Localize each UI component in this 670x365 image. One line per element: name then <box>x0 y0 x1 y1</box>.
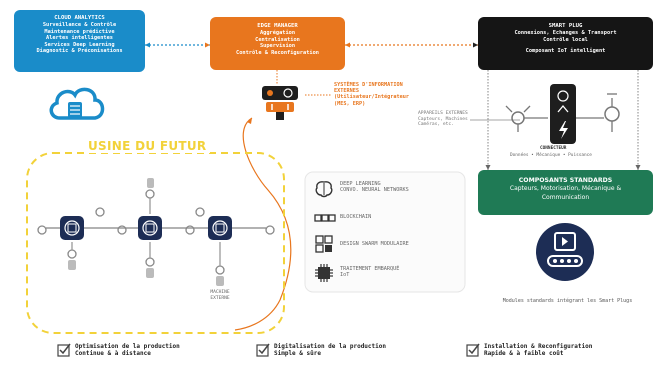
legend-item-modular-design: DESIGN SWARM MODULAIRE <box>314 234 462 254</box>
edge-line: Centralisation <box>255 36 300 43</box>
checkbox-icon <box>256 343 270 357</box>
edge-manager-title: EDGE MANAGER <box>257 23 298 29</box>
edge-manager-box: EDGE MANAGER Aggrégation Centralisation … <box>210 17 345 70</box>
info-line: (Utilisateur/Intégrateur <box>334 94 409 101</box>
cloud-server-icon <box>49 87 105 120</box>
footer-item-optimisation: Optimisation de la production Continue &… <box>57 343 247 363</box>
legend-text: BLOCKCHAIN <box>340 214 372 220</box>
external-line: Caméras, etc. <box>418 122 454 127</box>
legend-frame <box>304 171 466 293</box>
legend-item-blockchain: BLOCKCHAIN <box>314 208 462 228</box>
components-caption: Modules standards intégrant les Smart Pl… <box>502 298 633 304</box>
connector-sublabel: Données • Mécanique • Puissance <box>510 153 592 158</box>
chip-icon <box>315 264 333 282</box>
components-line: Capteurs, Motorisation, Mécanique & <box>509 185 622 192</box>
cloud-line: Alertes intelligentes <box>46 35 113 42</box>
connector-schematic <box>505 84 620 144</box>
legend-text: DESIGN SWARM MODULAIRE <box>340 241 409 247</box>
brain-icon <box>315 181 333 198</box>
external-line: APPAREILS EXTERNES <box>418 111 468 116</box>
modular-component-icon <box>536 223 594 281</box>
footer-text: Rapide & à faible coût <box>484 350 564 358</box>
machine-line: EXTERNE <box>210 295 230 301</box>
components-box: COMPOSANTS STANDARDS Capteurs, Motorisat… <box>478 170 653 215</box>
edge-device-icon <box>262 86 298 120</box>
info-systems-label: SYSTÈMES D'INFORMATION EXTERNES (Utilisa… <box>334 82 454 107</box>
external-line: Capteurs, Machines <box>418 116 468 122</box>
edge-usine-curve <box>234 117 292 331</box>
edge-line: Contrôle & Reconfiguration <box>236 49 319 56</box>
cloud-line: Diagnostic & Préconisations <box>36 48 123 55</box>
info-line: EXTERNES <box>334 88 359 95</box>
footer-text: Digitalisation de la production <box>274 343 386 350</box>
info-line: SYSTÈMES D'INFORMATION <box>334 82 403 88</box>
checkbox-icon <box>57 343 71 357</box>
machine-externe-label: MACHINE EXTERNE <box>200 290 240 301</box>
info-line: (MES, ERP) <box>334 100 366 107</box>
footer-text: Installation & Reconfiguration <box>484 343 593 350</box>
smart-plug-line: Connexions, Echanges & Transport <box>514 30 617 36</box>
footer-item-digitalisation: Digitalisation de la production Simple &… <box>256 343 456 363</box>
footer-text: Optimisation de la production <box>75 343 180 350</box>
usine-title: USINE DU FUTUR <box>84 139 211 153</box>
cloud-line: Surveillance & Contrôle <box>42 22 117 28</box>
legend-text: IoT <box>340 272 350 278</box>
footer-text: Simple & sûre <box>274 350 321 358</box>
cloud-line: Maintenance prédictive <box>44 28 115 35</box>
legend-text: CONVO. NEURAL NETWORKS <box>340 187 409 193</box>
smart-plug-title: SMART PLUG <box>548 23 583 29</box>
legend-item-deep-learning: DEEP LEARNING CONVO. NEURAL NETWORKS <box>314 178 462 202</box>
smart-plug-line: Contrôle local <box>543 36 588 43</box>
usine-network <box>37 178 275 286</box>
smart-plug-box: SMART PLUG Connexions, Echanges & Transp… <box>478 17 653 70</box>
legend-item-embedded-processing: TRAITEMENT EMBARQUÉ IoT <box>314 262 462 286</box>
blockchain-icon <box>314 214 336 222</box>
edge-line: Supervision <box>259 43 296 50</box>
legend-text: TRAITEMENT EMBARQUÉ <box>340 266 400 272</box>
cloud-line: Services Deep Learning <box>44 41 115 48</box>
connector-label: CONNECTEUR <box>540 146 567 151</box>
footer-item-installation: Installation & Reconfiguration Rapide & … <box>466 343 666 363</box>
edge-line: Aggrégation <box>259 30 296 36</box>
external-devices-label: APPAREILS EXTERNES Capteurs, Machines Ca… <box>418 111 498 128</box>
machine-line: MACHINE <box>210 290 230 295</box>
legend-text: DEEP LEARNING <box>340 181 381 187</box>
smart-plug-subtitle: Composant IoT intelligent <box>525 48 606 55</box>
cloud-analytics-box: CLOUD ANALYTICS Surveillance & Contrôle … <box>14 10 145 72</box>
footer-text: Continue & à distance <box>75 350 151 358</box>
checkbox-icon <box>466 343 480 357</box>
usine-frame <box>26 152 285 334</box>
modular-design-icon <box>315 235 333 253</box>
components-title: COMPOSANTS STANDARDS <box>518 177 613 184</box>
components-line: Communication <box>541 193 590 201</box>
cloud-analytics-title: CLOUD ANALYTICS <box>54 15 105 21</box>
